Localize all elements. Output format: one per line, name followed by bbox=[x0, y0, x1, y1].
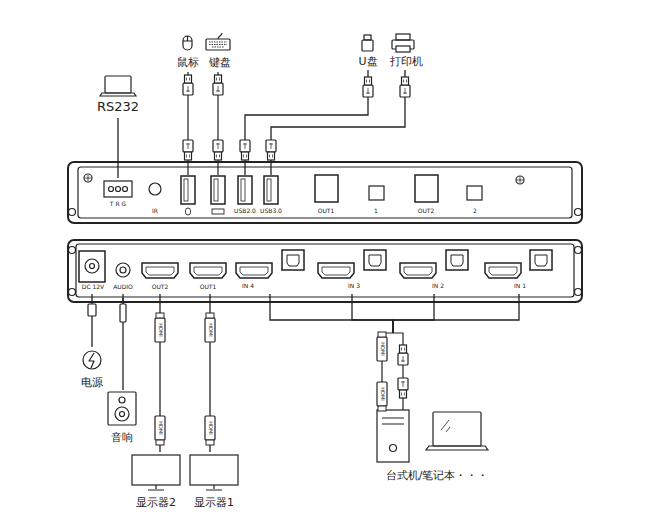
node-label: U盘 bbox=[358, 56, 377, 69]
port-box: T R G bbox=[102, 178, 134, 212]
device-icon: RS232 bbox=[95, 74, 141, 118]
device-icon: 电源 bbox=[76, 347, 108, 391]
device-icon: 鼠标 bbox=[175, 33, 201, 71]
port-label: IR bbox=[152, 208, 158, 215]
device-icon: 显示器1 bbox=[186, 452, 242, 514]
plug-label: HDMI bbox=[380, 387, 385, 400]
cable-line bbox=[271, 70, 405, 175]
node-label: 鼠标 bbox=[177, 57, 199, 70]
cable-line bbox=[270, 294, 393, 333]
cable-line bbox=[393, 294, 519, 333]
node-label: IN 4 bbox=[242, 283, 254, 290]
node-label: 音响 bbox=[111, 432, 133, 445]
node-label: USB2.0 bbox=[234, 208, 256, 215]
device-icon: 键盘 bbox=[205, 33, 235, 71]
device-icon: 台式机/笔记本・・・ bbox=[372, 333, 502, 485]
port-box: IN 2 bbox=[398, 247, 470, 294]
plug-label: HDMI bbox=[208, 323, 213, 336]
device-icon: 音响 bbox=[104, 390, 140, 446]
port-box: USB2.0 bbox=[230, 175, 260, 217]
node-label: IN 2 bbox=[432, 283, 444, 290]
plug-label: HDMI bbox=[158, 323, 163, 336]
node-label: RS232 bbox=[97, 100, 139, 115]
port-box: USB3.0 bbox=[256, 175, 286, 217]
node-label: 台式机/笔记本・・・ bbox=[386, 470, 489, 483]
port-label: 2 bbox=[473, 208, 477, 215]
cable-line bbox=[393, 294, 434, 333]
node-label: AUDIO bbox=[113, 284, 133, 291]
node-label: 显示器1 bbox=[194, 497, 234, 510]
device-icon: 打印机 bbox=[385, 30, 427, 70]
port-label: OUT1 bbox=[318, 208, 335, 215]
node-label: USB3.0 bbox=[260, 208, 282, 215]
cable-line bbox=[117, 118, 118, 178]
plug-label: HDMI bbox=[158, 421, 163, 434]
port-box: DC 12V bbox=[75, 248, 111, 294]
node-label: OUT1 bbox=[200, 284, 217, 291]
node-label: IN 1 bbox=[514, 283, 526, 290]
port-label: 1 bbox=[374, 208, 378, 215]
cable-line bbox=[352, 294, 393, 333]
plug-label: HDMI bbox=[380, 342, 385, 355]
node-label: DC 12V bbox=[82, 284, 104, 291]
node-label: 电源 bbox=[81, 377, 103, 390]
port-box: IN 3 bbox=[316, 247, 388, 294]
cable-line bbox=[245, 70, 368, 175]
plug-label: HDMI bbox=[208, 421, 213, 434]
device-icon: U盘 bbox=[355, 30, 381, 70]
node-label: OUT2 bbox=[152, 284, 169, 291]
node-label: T R G bbox=[110, 201, 126, 208]
port-box: OUT2 bbox=[140, 261, 180, 294]
node-label: 打印机 bbox=[390, 56, 423, 69]
node-label: 键盘 bbox=[209, 57, 231, 70]
port-box: AUDIO bbox=[111, 258, 135, 294]
port-box: IN 4 bbox=[234, 247, 306, 294]
node-label: 显示器2 bbox=[136, 497, 176, 510]
port-label: OUT2 bbox=[418, 208, 435, 215]
node-label: IN 3 bbox=[348, 283, 360, 290]
port-box: OUT1 bbox=[188, 261, 228, 294]
device-icon: 显示器2 bbox=[128, 452, 184, 514]
port-box: IN 1 bbox=[483, 247, 555, 294]
